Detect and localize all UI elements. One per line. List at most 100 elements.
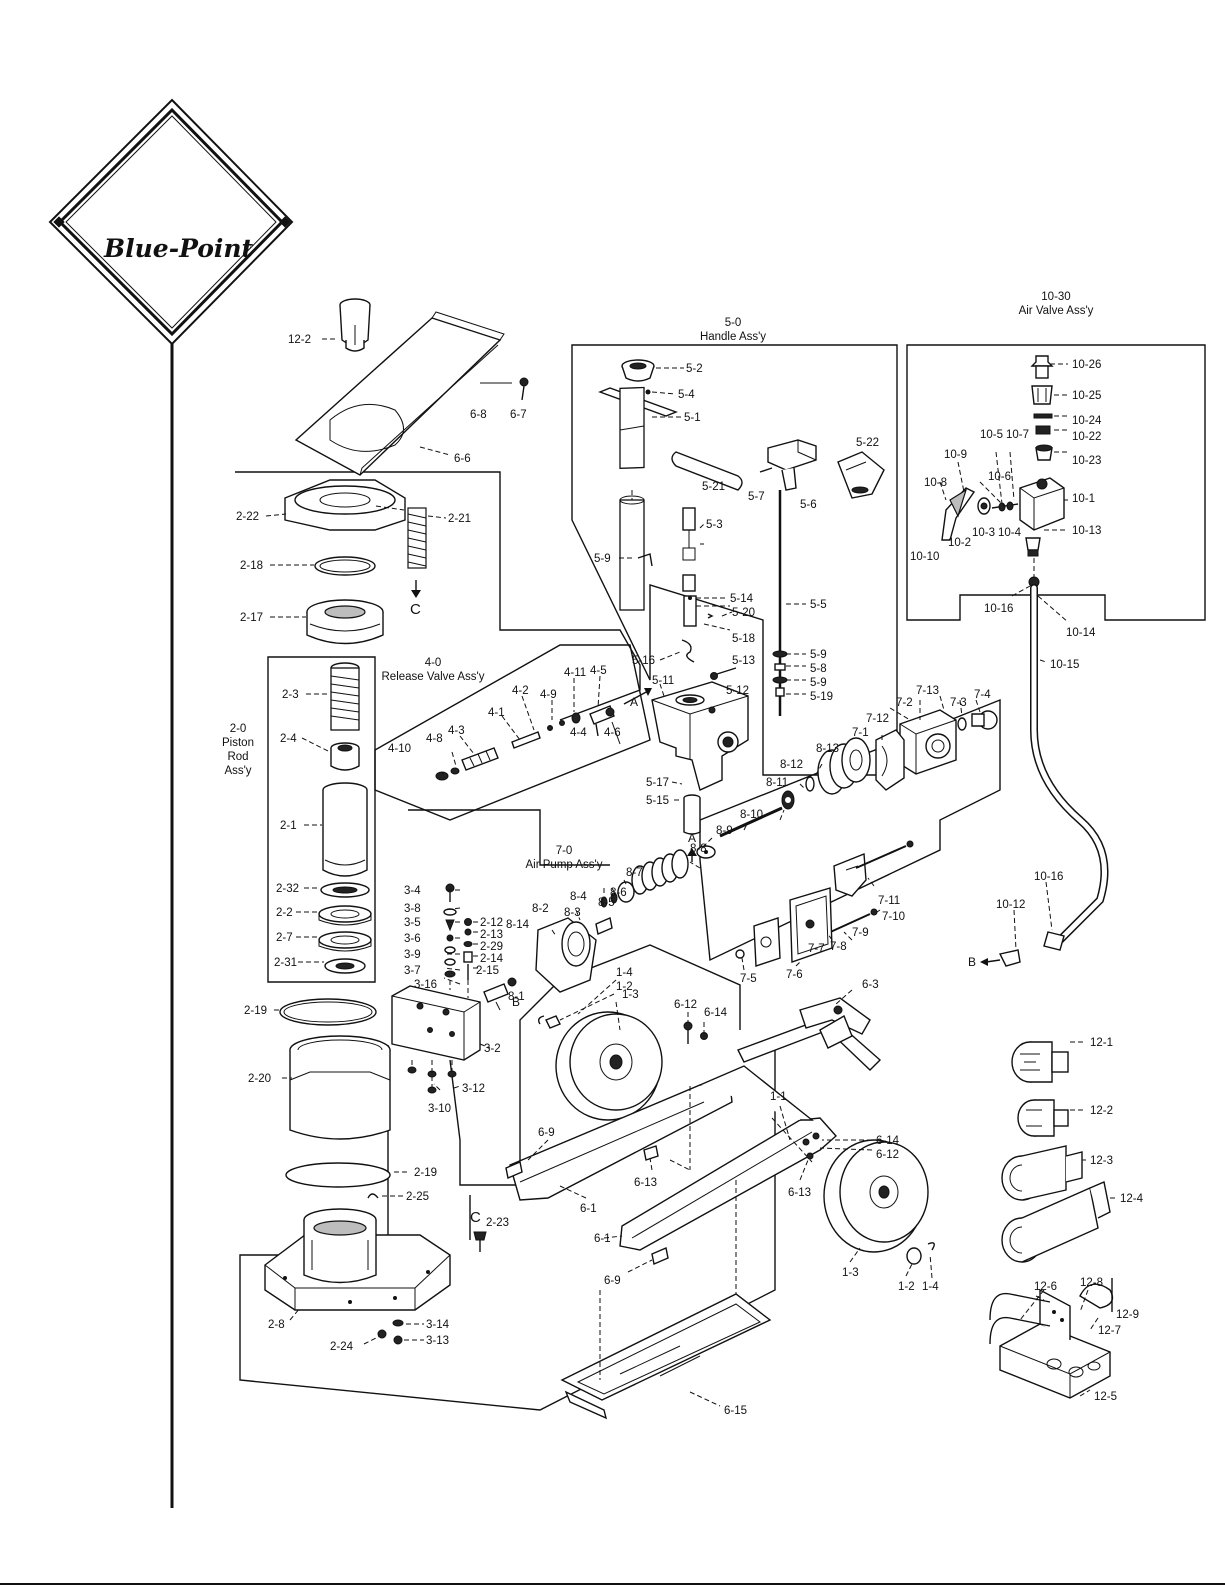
spring-5-16 [681, 639, 695, 663]
callout: 2-18 [240, 560, 263, 572]
bracket-7-11 [833, 852, 867, 897]
piston-rod-assembly-number: 2-0 [230, 723, 247, 735]
air-pump-assembly-title: Air Pump Ass'y [526, 859, 603, 871]
bushing-2-4 [330, 742, 360, 771]
spring-5-3 [682, 507, 696, 592]
screw-6-13-right [806, 1152, 814, 1160]
release-valve-assembly-number: 4-0 [425, 657, 442, 669]
spring-2-21 [407, 507, 427, 569]
air-pump-assembly-number: 7-0 [556, 845, 573, 857]
cover-plate-edge [431, 311, 505, 341]
screw-6-12-right [802, 1138, 810, 1146]
callout: 6-13 [634, 1177, 657, 1189]
stem-4-1 [511, 731, 541, 749]
callout: 2-21 [448, 513, 471, 525]
seat-3-16 [444, 970, 456, 978]
callout: 7-1 [852, 727, 869, 739]
seal-2-19-lower [285, 1162, 391, 1188]
adapter-12-2 [1017, 1099, 1069, 1137]
callout: 2-4 [280, 733, 297, 745]
callout: 2-31 [274, 957, 297, 969]
callout: 3-12 [462, 1083, 485, 1095]
pump-body-8-2 [535, 917, 597, 993]
spring-8-7 [631, 849, 689, 895]
callout: 6-15 [724, 1405, 747, 1417]
ball-2-13 [464, 928, 472, 936]
grip-cap-5-22 [837, 451, 885, 499]
callout: 8-4 [570, 891, 587, 903]
callout: 6-9 [604, 1275, 621, 1287]
callout: 5-7 [748, 491, 765, 503]
air-pump-assembly-outline [699, 698, 1001, 962]
ring-8-12 [805, 776, 815, 792]
callout: 3-9 [404, 949, 421, 961]
callout: 2-25 [406, 1191, 429, 1203]
spring-2-14 [463, 951, 473, 963]
arrowhead-c-top [411, 590, 421, 598]
callout: 1-1 [770, 1091, 787, 1103]
callout: 3-14 [426, 1319, 450, 1331]
adapter-12-2 [339, 298, 371, 352]
wheel-1-3-left [555, 1011, 663, 1121]
ball-4-2 [547, 725, 553, 731]
plunger-5-14 [683, 595, 697, 627]
pin-4-4 [595, 723, 599, 737]
callout: 5-17 [646, 777, 669, 789]
handle-socket-5-6 [767, 439, 817, 491]
callout: 10-2 [948, 537, 971, 549]
callout: 5-16 [632, 655, 655, 667]
handle-assembly-number: 5-0 [725, 317, 742, 329]
cylinder-2-20 [289, 1035, 391, 1140]
axle-1-1 [771, 1117, 813, 1163]
callout: 3-16 [414, 979, 437, 991]
seat-4-9 [559, 720, 565, 726]
nut-10-25 [1031, 385, 1053, 405]
callout: 3-7 [404, 965, 421, 977]
callout: 8-7 [626, 867, 643, 879]
callout: 2-24 [330, 1341, 354, 1353]
fitting-10-26 [1030, 355, 1054, 367]
callout: 6-13 [788, 1187, 811, 1199]
callout: 4-1 [488, 707, 505, 719]
gasket-7-1 [875, 729, 905, 791]
callout: 5-15 [646, 795, 669, 807]
screw-3-13 [393, 1335, 403, 1345]
piston-rod-assembly-line3: Ass'y [224, 765, 251, 777]
callout: 8-12 [780, 759, 803, 771]
callout: 10-16 [984, 603, 1013, 615]
callout: 6-12 [674, 999, 697, 1011]
callout: 2-19 [244, 1005, 267, 1017]
callout: 10-7 [1006, 429, 1029, 441]
callout: 10-4 [998, 527, 1022, 539]
arrowhead-b-right [980, 958, 988, 966]
callout: 4-5 [590, 665, 607, 677]
air-valve-assembly-outline [906, 344, 1206, 621]
brand-name: Blue-Point [103, 234, 254, 263]
clip-1-4-right [927, 1242, 935, 1251]
spring-5-20 [707, 613, 714, 619]
base-2-8 [264, 1208, 451, 1311]
piston-8-13 [817, 737, 871, 795]
callout: 3-10 [428, 1103, 451, 1115]
callout: 2-20 [248, 1073, 271, 1085]
handle-parts [598, 359, 885, 862]
air-valve-assembly-title: Air Valve Ass'y [1019, 305, 1094, 317]
callout: 12-6 [1034, 1281, 1057, 1293]
pin-5-9 [637, 553, 653, 567]
callout: 2-1 [280, 820, 297, 832]
callout: 5-13 [732, 655, 755, 667]
fitting-8-1 [483, 977, 517, 1011]
callout: 3-6 [404, 933, 421, 945]
callout: 6-1 [580, 1203, 597, 1215]
fitting-10-16-bottom [1043, 931, 1065, 951]
callout: 4-8 [426, 733, 443, 745]
piston-rod-assembly-line1: Piston [222, 737, 254, 749]
callout: 2-19 [414, 1167, 437, 1179]
ram-screw-2-3 [330, 662, 360, 731]
frame-outline-top [235, 471, 641, 721]
spacer-5-8 [774, 663, 786, 671]
callout: 7-12 [866, 713, 889, 725]
callout: 2-32 [276, 883, 299, 895]
handle-assembly-outline [571, 344, 898, 776]
clip-1-4-left [537, 1015, 545, 1025]
